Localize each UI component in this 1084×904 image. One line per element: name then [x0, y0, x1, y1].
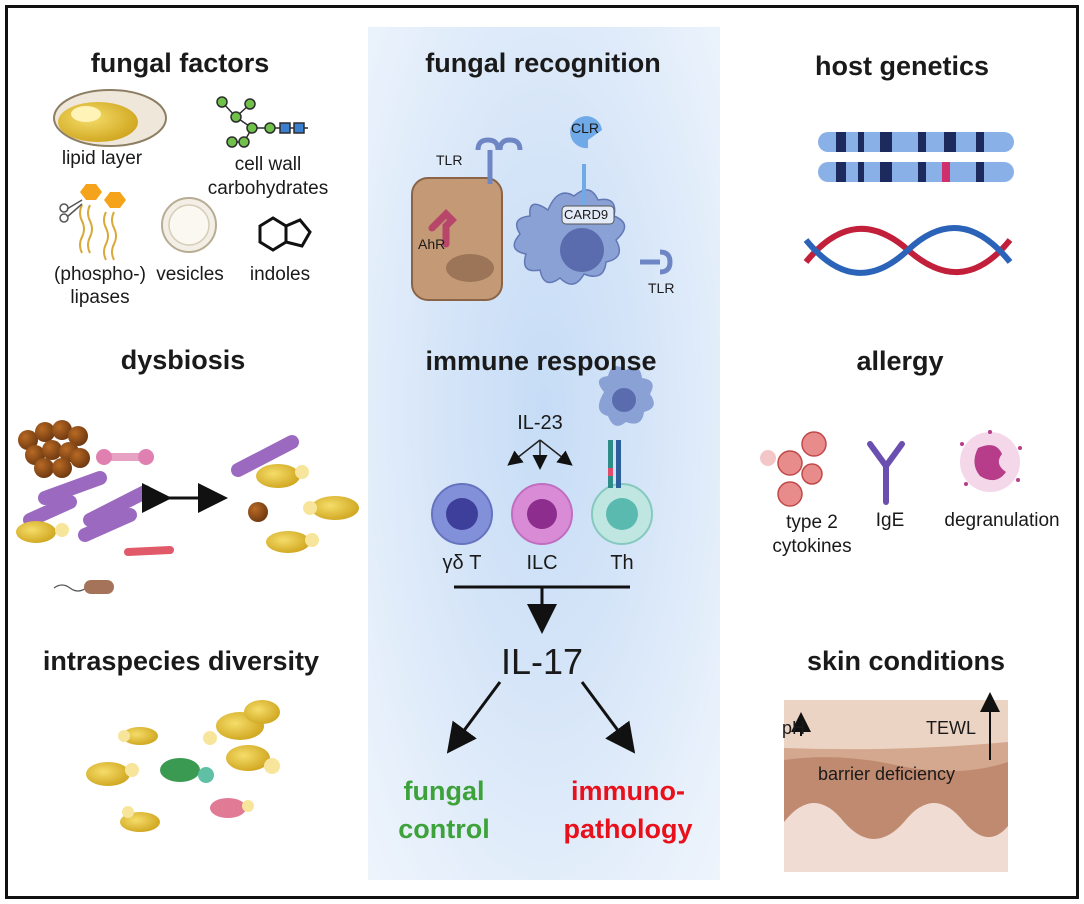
label-clr: CLR [571, 120, 600, 136]
label-il17: IL-17 [500, 641, 584, 682]
label-control: control [398, 814, 490, 844]
dendritic-cell-small-icon [598, 366, 654, 426]
tlr-receptor-right-icon [640, 249, 673, 275]
card9-box [561, 205, 615, 225]
dendritic-cell-icon [513, 189, 626, 285]
label-lipid-layer: lipid layer [61, 148, 143, 169]
yeast-variants-icon [86, 700, 280, 832]
center-panel [368, 27, 720, 880]
label-th: Th [610, 552, 634, 574]
section-title-dysbiosis: dysbiosis [120, 345, 246, 375]
lipid-layer-icon [53, 89, 167, 147]
label-ige: IgE [875, 510, 905, 531]
label-degranulation: degranulation [944, 510, 1060, 531]
section-title-fungal-recognition: fungal recognition [425, 48, 661, 78]
yellow-yeasts-icon [16, 464, 359, 553]
ilc-cell-icon [511, 483, 573, 545]
label-immuno: immuno- [571, 776, 685, 806]
section-title-skin-conditions: skin conditions [806, 646, 1006, 676]
label-cell-wall: cell wall [234, 154, 302, 175]
label-tewl: TEWL [926, 718, 977, 738]
purple-rods-icon [23, 435, 299, 542]
arrow-fan [507, 439, 573, 470]
section-title-immune-response: immune response [425, 346, 657, 376]
dna-helix-icon [803, 225, 1013, 276]
label-vesicles: vesicles [156, 264, 224, 285]
section-title-allergy: allergy [856, 346, 944, 376]
arrow-to-immunopathology [580, 681, 636, 754]
label-tlr-right: TLR [648, 280, 675, 296]
chromosome-icon [818, 132, 1014, 182]
section-title-intraspecies-diversity: intraspecies diversity [42, 646, 320, 676]
gamma-delta-t-cell-icon [431, 483, 493, 545]
arrow-to-fungal-control [446, 681, 502, 754]
flagellated-bacterium-icon [53, 580, 114, 594]
label-ph: pH [782, 718, 806, 738]
brown-coccus-icon [248, 502, 268, 522]
label-tlr-left: TLR [436, 152, 463, 168]
label-cytokines: cytokines [772, 536, 852, 557]
th-cell-icon [591, 440, 653, 545]
label-lipases: lipases [70, 287, 130, 308]
clr-receptor-icon [570, 116, 602, 206]
label-type2: type 2 [786, 512, 838, 533]
phospholipases-icon [59, 184, 126, 261]
pink-dumbbell-icon [96, 449, 154, 465]
cell-wall-carbohydrates-icon [216, 96, 308, 148]
brown-cocci-cluster-icon [18, 420, 90, 478]
section-title-fungal-factors: fungal factors [90, 48, 270, 78]
tlr-receptor-icon [475, 137, 523, 184]
label-fungal: fungal [403, 776, 485, 806]
label-il23: IL-23 [517, 412, 563, 434]
label-ilc: ILC [526, 552, 558, 574]
label-ahr: AhR [418, 236, 446, 252]
epithelial-cell-icon [411, 177, 503, 301]
label-carbohydrates: carbohydrates [207, 178, 329, 199]
label-card9: CARD9 [564, 207, 609, 222]
label-pathology: pathology [563, 814, 693, 844]
indole-icon [258, 216, 312, 252]
label-gd-t: γδ T [442, 552, 482, 574]
vesicle-icon [161, 197, 217, 253]
label-barrier-deficiency: barrier deficiency [818, 764, 956, 784]
ige-antibody-icon [867, 441, 905, 505]
section-title-host-genetics: host genetics [814, 51, 990, 81]
label-phospho: (phospho-) [54, 264, 146, 285]
label-indoles: indoles [249, 264, 311, 285]
degranulation-icon [960, 430, 1022, 492]
cytokines-icon [760, 431, 827, 507]
pink-rod-icon [124, 546, 174, 556]
skin-cross-section-icon [784, 700, 1008, 872]
